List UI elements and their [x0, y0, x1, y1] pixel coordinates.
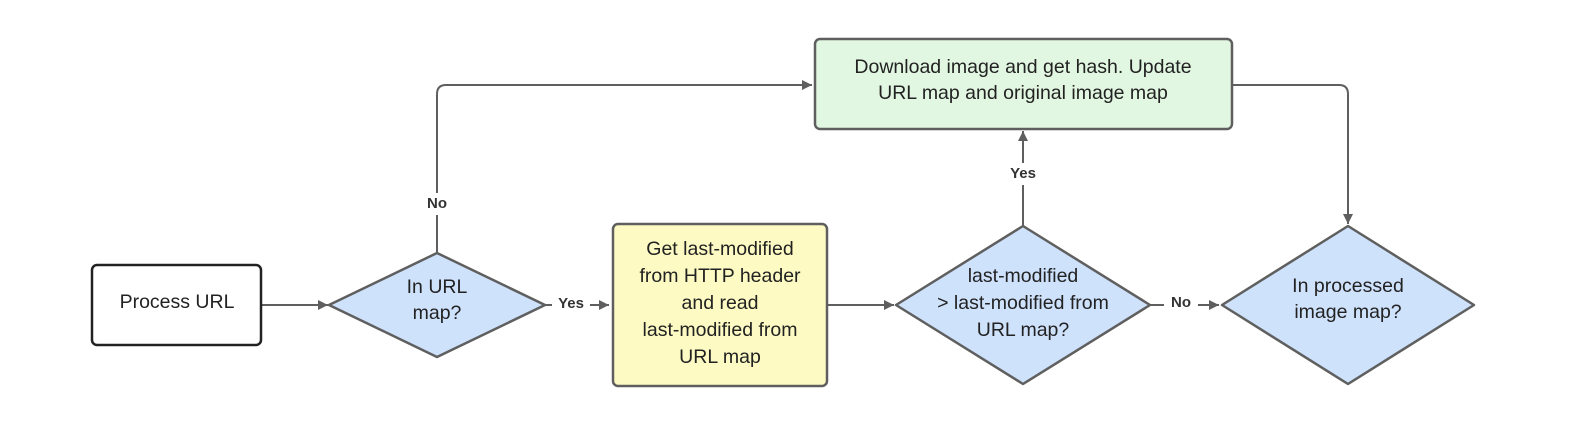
label-yes-2: Yes — [1010, 165, 1036, 182]
label-no-1: No — [427, 195, 447, 212]
node-label: In URL map? — [407, 276, 468, 324]
label-yes-1: Yes — [558, 295, 584, 312]
node-label: Process URL — [120, 291, 235, 313]
node-label-line: URL map and original image map — [878, 82, 1168, 104]
label-no-2: No — [1171, 294, 1191, 311]
node-label-line: and read — [682, 292, 759, 314]
node-label-line: last-modified from — [643, 319, 798, 341]
node-label-line: Process URL — [120, 291, 235, 313]
node-label-line: Get last-modified — [646, 238, 793, 260]
node-label-line: In processed — [1292, 275, 1404, 297]
node-label-line: Download image and get hash. Update — [854, 56, 1191, 78]
node-label: In processed image map? — [1292, 275, 1404, 323]
node-label: Get last-modified from HTTP header and rea… — [639, 238, 801, 368]
node-label-line: image map? — [1294, 301, 1401, 323]
node-label-line: last-modified — [968, 265, 1079, 287]
edge-download-to-processed — [1232, 84, 1353, 224]
in-processed-map-node: In processed image map? — [1220, 224, 1476, 386]
edge-labels: No Yes Yes No — [420, 163, 1198, 315]
node-label-line: map? — [413, 302, 462, 324]
process-url-node: Process URL — [90, 263, 263, 347]
node-label-line: URL map — [679, 346, 761, 368]
node-label-line: URL map? — [977, 319, 1070, 341]
edge-in-url-map-no — [436, 80, 812, 253]
node-label-line: from HTTP header — [639, 265, 801, 287]
node-label-line: > last-modified from — [937, 292, 1109, 314]
node-label-line: In URL — [407, 276, 468, 298]
get-last-modified-node: Get last-modified from HTTP header and rea… — [611, 222, 829, 388]
in-url-map-node: In URL map? — [327, 251, 547, 359]
